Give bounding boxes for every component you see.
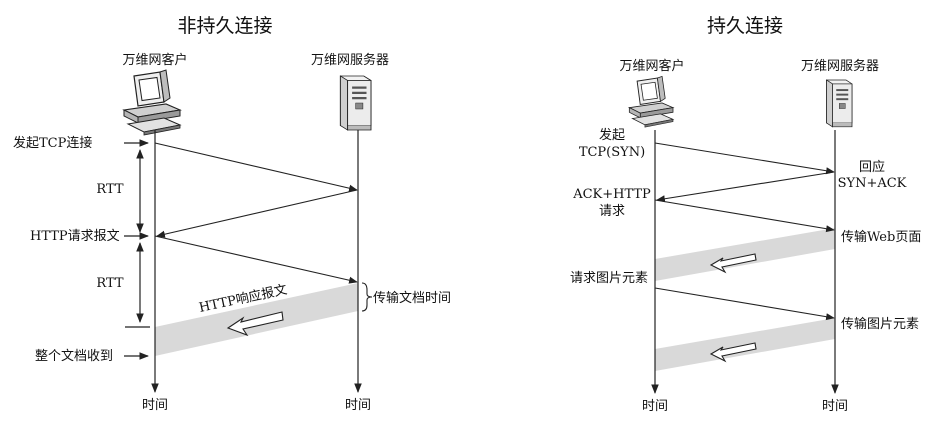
left-server-label: 万维网服务器 — [311, 52, 389, 68]
right-title: 持久连接 — [707, 15, 783, 37]
right-image-arrow-icon — [709, 342, 757, 363]
right-synack-line1: 回应 — [859, 159, 885, 175]
left-step-received: 整个文档收到 — [35, 349, 113, 364]
right-syn-line2: TCP(SYN) — [579, 145, 645, 160]
left-title: 非持久连接 — [177, 15, 272, 37]
left-step-tcp: 发起TCP连接 — [13, 135, 92, 151]
left-time-client: 时间 — [142, 398, 168, 413]
right-transfer-web: 传输Web页面 — [841, 229, 921, 245]
right-msg-ack-request — [654, 199, 835, 233]
right-web-arrow-icon — [709, 253, 757, 274]
server-icon — [826, 79, 853, 128]
right-time-client: 时间 — [642, 399, 668, 414]
left-msg-http-request — [154, 235, 358, 284]
computer-icon — [628, 75, 674, 128]
left-transfer-label: 传输文档时间 — [373, 290, 451, 306]
left-rtt1-label: RTT — [96, 182, 123, 197]
right-msg-request-image — [654, 287, 835, 321]
left-msg-tcp — [154, 142, 358, 192]
right-msg-syn — [654, 142, 835, 175]
left-msg-tcp-ack — [156, 189, 358, 238]
right-time-server: 时间 — [822, 399, 848, 414]
right-ack-line2: 请求 — [599, 204, 625, 219]
left-step-http-request: HTTP请求报文 — [30, 229, 120, 244]
right-transfer-image: 传输图片元素 — [841, 316, 919, 332]
server-icon — [339, 75, 372, 131]
right-msg-synack — [656, 171, 835, 203]
right-synack-line2: SYN+ACK — [838, 176, 907, 191]
right-syn-line1: 发起 — [599, 127, 625, 143]
left-time-server: 时间 — [345, 398, 371, 413]
computer-icon — [123, 69, 181, 136]
right-request-image: 请求图片元素 — [570, 271, 648, 286]
left-response-arrow-icon — [226, 311, 284, 337]
right-client-label: 万维网客户 — [619, 58, 684, 74]
right-ack-line1: ACK+HTTP — [572, 187, 651, 202]
left-client-label: 万维网客户 — [122, 52, 187, 68]
right-web-band — [655, 228, 835, 281]
left-transfer-brace — [361, 282, 373, 312]
left-rtt2-label: RTT — [96, 276, 123, 291]
right-server-label: 万维网服务器 — [801, 58, 879, 74]
